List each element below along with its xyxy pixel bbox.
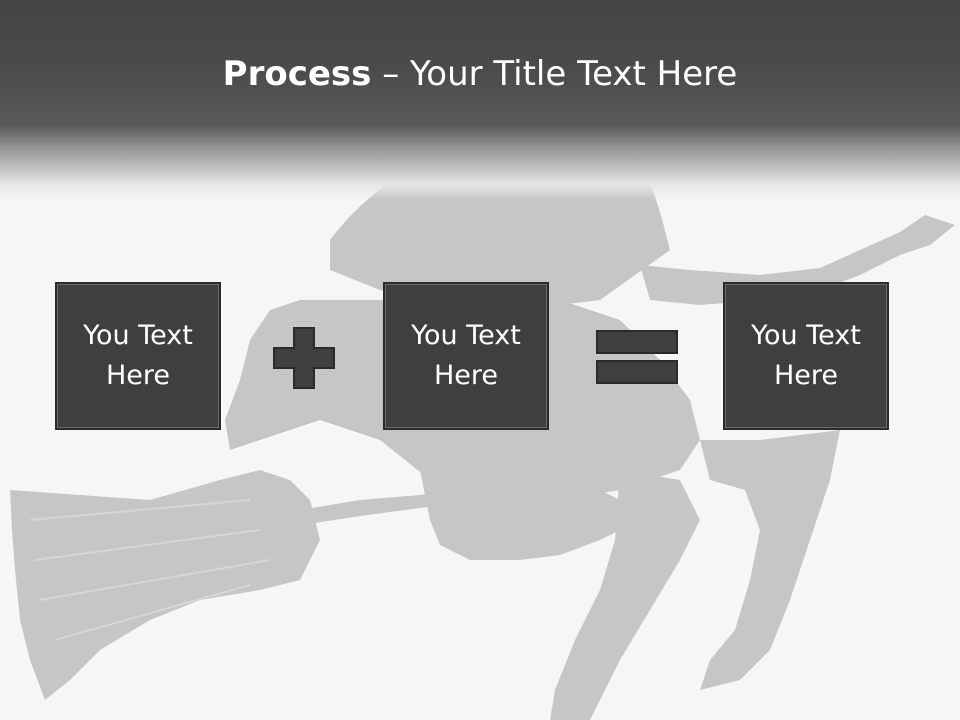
- process-box-1-text: You Text Here: [83, 320, 193, 391]
- title-rest: Your Title Text Here: [410, 54, 738, 94]
- equals-icon: [596, 330, 678, 384]
- process-box-3[interactable]: You Text Here: [723, 282, 889, 430]
- title-bold: Process: [222, 54, 372, 94]
- process-box-1[interactable]: You Text Here: [55, 282, 221, 430]
- process-box-2[interactable]: You Text Here: [383, 282, 549, 430]
- plus-icon: [273, 327, 335, 389]
- process-box-3-text: You Text Here: [751, 320, 861, 391]
- process-box-2-text: You Text Here: [411, 320, 521, 391]
- title-separator: –: [371, 54, 411, 94]
- title-band: [0, 0, 960, 200]
- slide-title: Process – Your Title Text Here: [0, 52, 960, 96]
